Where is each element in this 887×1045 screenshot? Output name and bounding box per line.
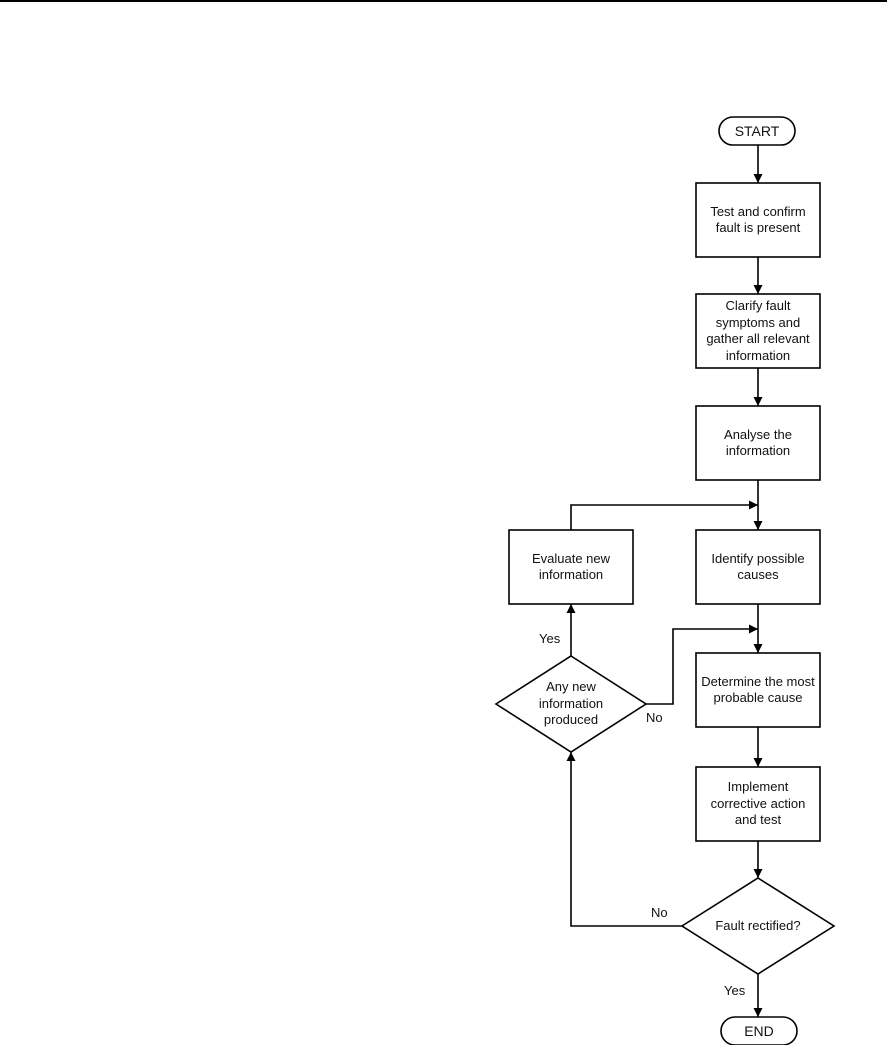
evaluate-label: Evaluate new information	[531, 550, 611, 583]
fault-rectified-label: Fault rectified?	[715, 917, 801, 933]
test-confirm-label: Test and confirm fault is present	[710, 203, 806, 236]
start-label: START	[734, 122, 780, 139]
edge-new-info-no	[646, 624, 758, 705]
end-terminal	[720, 1016, 798, 1045]
edge-rectified-no	[566, 752, 682, 927]
new-info-yes-label: Yes	[539, 631, 561, 646]
rectified-yes-label: Yes	[724, 983, 746, 998]
end-label: END	[744, 1022, 774, 1039]
determine-label: Determine the most probable cause	[701, 673, 815, 706]
top-rule	[0, 0, 887, 2]
identify-label: Identify possible causes	[711, 550, 805, 583]
clarify-label: Clarify fault symptoms and gather all re…	[706, 298, 810, 363]
new-info-no-label: No	[646, 710, 663, 725]
new-info-label: Any new information produced	[538, 679, 604, 728]
start-terminal	[718, 116, 796, 146]
analyse-label: Analyse the information	[724, 426, 792, 459]
rectified-no-label: No	[651, 905, 668, 920]
implement-label: Implement corrective action and test	[710, 779, 806, 828]
edge-evaluate-identify	[570, 500, 758, 530]
